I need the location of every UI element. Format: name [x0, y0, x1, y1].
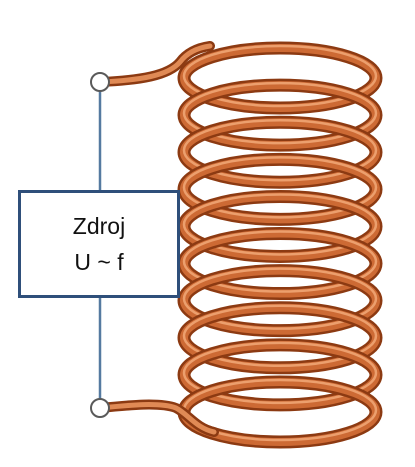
coil-turn	[177, 78, 383, 152]
top-terminal	[90, 72, 110, 92]
top-lead-wire-highlight	[99, 43, 213, 85]
coil-turn	[177, 189, 383, 263]
coil-turn	[177, 41, 383, 115]
coil-turn	[177, 227, 383, 301]
voltage-source-box: Zdroj U ~ f	[18, 190, 180, 298]
source-value: U ~ f	[74, 249, 124, 275]
bottom-terminal	[90, 398, 110, 418]
coil-turn	[177, 338, 383, 412]
coil-turn	[177, 301, 383, 375]
bottom-lead-wire-highlight	[97, 402, 217, 435]
coil-turn	[177, 264, 383, 338]
source-label: Zdroj	[72, 213, 126, 239]
coil-turn	[177, 115, 383, 189]
coil-turn	[177, 152, 383, 226]
copper-coil	[177, 41, 383, 449]
